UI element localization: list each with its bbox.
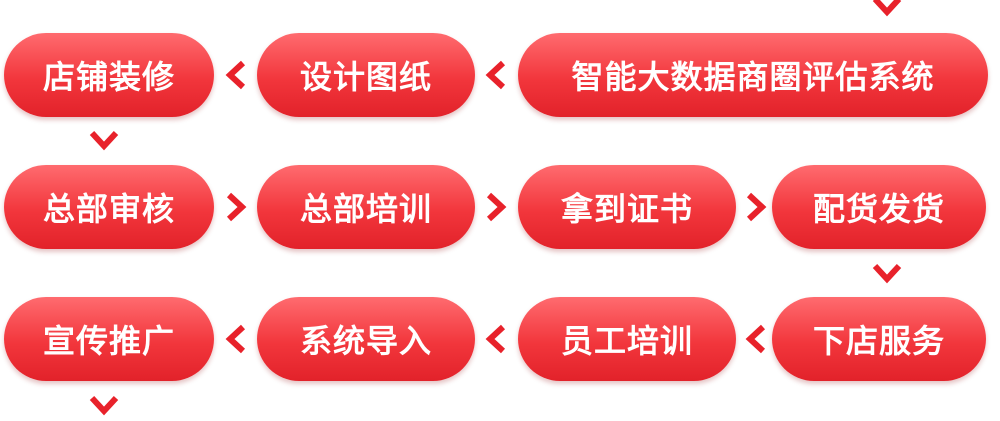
step-staff-training: 员工培训 — [518, 297, 736, 381]
step-distribution-shipping: 配货发货 — [772, 165, 986, 249]
chevron-right-icon — [480, 191, 512, 223]
chevron-down-icon — [871, 257, 903, 289]
chevron-right-icon — [740, 191, 772, 223]
chevron-left-icon — [740, 323, 772, 355]
step-system-import: 系统导入 — [257, 297, 475, 381]
step-hq-training: 总部培训 — [257, 165, 475, 249]
step-big-data-evaluation: 智能大数据商圈评估系统 — [518, 33, 988, 117]
step-label: 员工培训 — [560, 322, 693, 360]
step-onsite-service: 下店服务 — [772, 297, 986, 381]
chevron-down-icon — [88, 389, 120, 421]
step-label: 配货发货 — [812, 190, 945, 228]
chevron-left-icon — [220, 59, 252, 91]
chevron-left-icon — [480, 323, 512, 355]
step-label: 店铺装修 — [42, 58, 175, 96]
step-design-drawings: 设计图纸 — [257, 33, 475, 117]
step-label: 下店服务 — [812, 322, 945, 360]
step-label: 总部培训 — [299, 190, 432, 228]
step-get-certificate: 拿到证书 — [518, 165, 736, 249]
step-label: 智能大数据商圈评估系统 — [571, 58, 935, 96]
chevron-right-icon — [220, 191, 252, 223]
step-label: 宣传推广 — [42, 322, 175, 360]
step-label: 总部审核 — [42, 190, 175, 228]
step-label: 设计图纸 — [299, 58, 432, 96]
step-promotion: 宣传推广 — [4, 297, 214, 381]
chevron-left-icon — [480, 59, 512, 91]
chevron-down-icon — [88, 124, 120, 156]
step-store-decoration: 店铺装修 — [4, 33, 214, 117]
chevron-down-icon — [871, 0, 903, 22]
chevron-left-icon — [220, 323, 252, 355]
step-label: 拿到证书 — [560, 190, 693, 228]
step-hq-review: 总部审核 — [4, 165, 214, 249]
step-label: 系统导入 — [299, 322, 432, 360]
